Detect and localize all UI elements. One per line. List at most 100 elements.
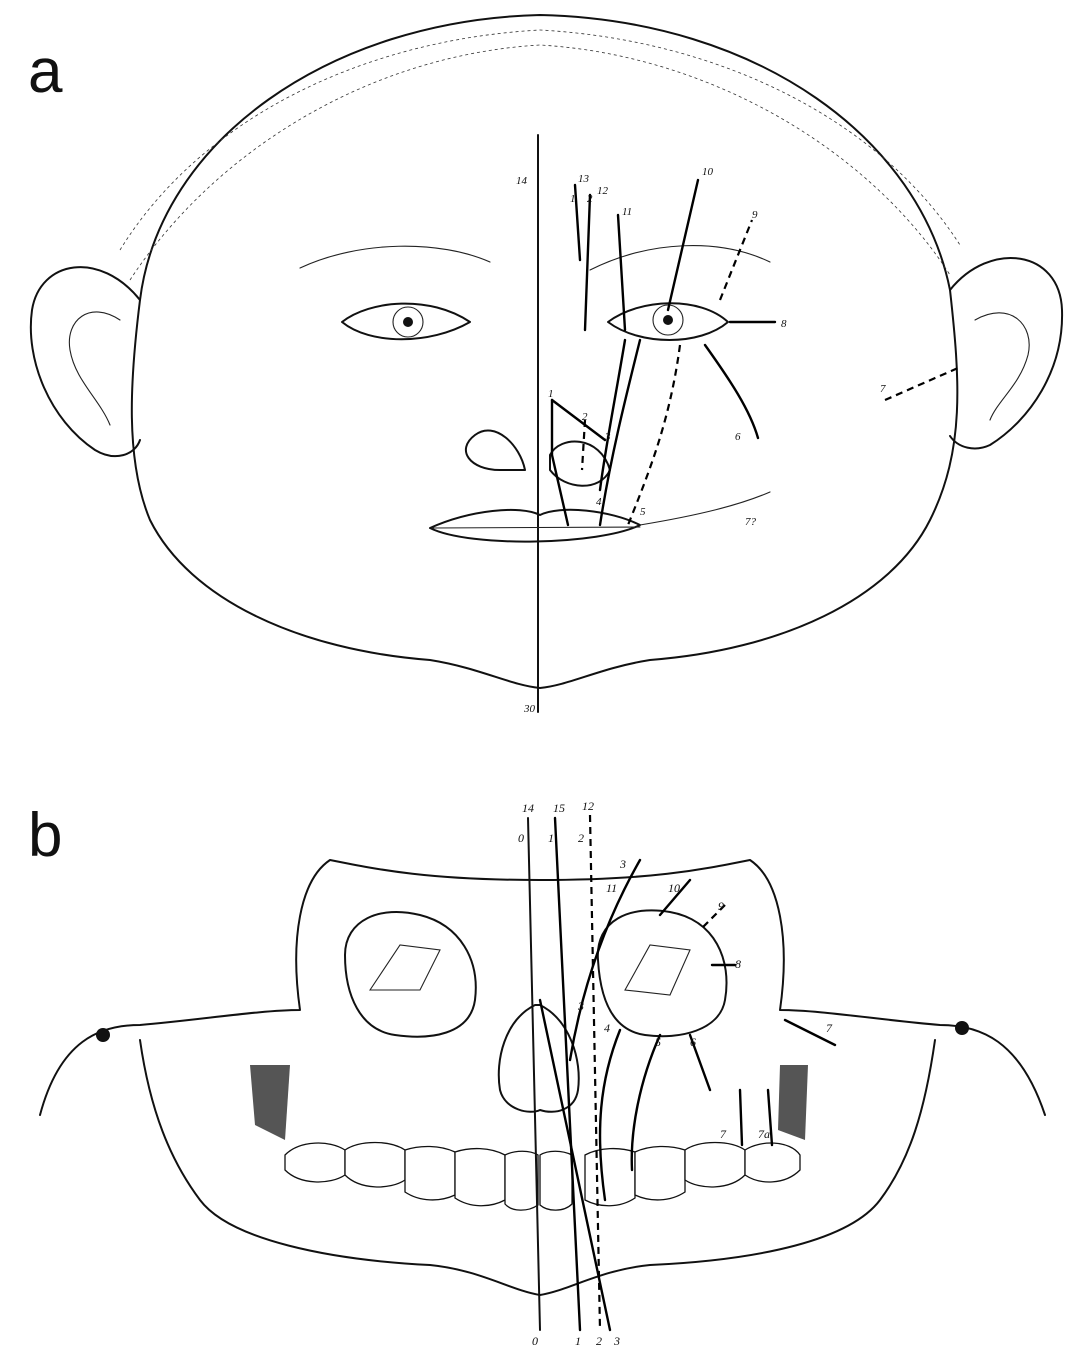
label-30: 30 <box>523 703 536 715</box>
skull-cleft-line-3 <box>538 998 612 1332</box>
label-b-3-top: 3 <box>619 857 626 871</box>
label-b-10: 10 <box>668 881 680 895</box>
right-maxilla-shadow <box>778 1065 808 1140</box>
label-14: 14 <box>516 175 528 187</box>
skull-cleft-line-1 <box>553 816 582 1332</box>
left-ear-inner <box>68 311 121 426</box>
right-ear <box>949 256 1064 450</box>
label-b-1-top: 1 <box>548 831 554 845</box>
skull-cleft-line-6 <box>688 1033 712 1092</box>
right-pupil <box>663 315 673 325</box>
skull-cleft-line-4 <box>598 1028 622 1202</box>
tooth <box>634 1145 686 1201</box>
label-b-0-bottom: 0 <box>532 1334 538 1348</box>
skull-midline <box>527 817 541 1331</box>
left-eyebrow <box>299 245 491 269</box>
skull-cleft-line-2 <box>588 814 602 1331</box>
label-7: 7 <box>880 383 886 395</box>
label-b-1-bottom: 1 <box>575 1334 581 1348</box>
label-b-5: 5 <box>655 1035 661 1049</box>
left-eye <box>341 302 471 341</box>
left-orbit <box>344 910 477 1038</box>
cleft-line-3 <box>550 398 607 442</box>
skull-cleft-line-7-upper <box>783 1018 837 1047</box>
skull-cleft-line-11 <box>568 858 642 1062</box>
label-b-6: 6 <box>690 1035 696 1049</box>
label-b-7-upper: 7 <box>826 1021 833 1035</box>
label-b-3-mid: 3 <box>577 999 584 1013</box>
panel-b-letter: b <box>28 801 62 870</box>
cleft-line-1 <box>550 398 570 527</box>
cleft-line-5 <box>626 344 682 526</box>
cleft-line-4b <box>598 338 627 492</box>
right-eye <box>607 302 729 341</box>
cleft-line-2-upper <box>583 193 592 332</box>
tooth <box>539 1150 573 1211</box>
left-iris <box>392 306 424 338</box>
label-11: 11 <box>622 206 632 218</box>
cleft-line-1-upper <box>573 183 582 262</box>
label-b-8: 8 <box>735 957 741 971</box>
label-12: 12 <box>597 185 609 197</box>
tooth <box>454 1147 506 1207</box>
label-b-12: 12 <box>582 799 594 813</box>
cleft-line-6 <box>703 343 760 440</box>
left-orbit-fissure <box>368 944 441 991</box>
panel-b: b <box>28 799 1046 1348</box>
label-4: 4 <box>596 496 602 508</box>
panel-a-letter: a <box>28 37 63 106</box>
tooth <box>284 1142 346 1183</box>
label-3: 3 <box>604 431 611 443</box>
tooth <box>504 1150 539 1211</box>
right-orbit-fissure <box>624 944 691 996</box>
right-orbit <box>596 909 728 1038</box>
skull-outline <box>39 859 1046 1116</box>
tooth <box>744 1142 801 1183</box>
head-outline <box>130 14 959 689</box>
cleft-line-4 <box>598 338 642 527</box>
cleft-line-2 <box>580 419 587 471</box>
left-pupil <box>403 317 413 327</box>
label-10: 10 <box>702 166 714 178</box>
cleft-line-7-dotted <box>639 491 771 526</box>
label-7-question: 7? <box>745 516 757 528</box>
skull-cleft-line-7a <box>766 1088 774 1147</box>
hairline-stroke <box>119 29 961 251</box>
label-b-7: 7 <box>720 1127 727 1141</box>
label-6: 6 <box>735 431 741 443</box>
skull-cleft-line-9 <box>699 904 726 931</box>
label-1-lower: 1 <box>548 388 554 400</box>
label-5: 5 <box>640 506 646 518</box>
label-b-14: 14 <box>522 801 534 815</box>
left-nostril <box>464 429 526 471</box>
label-8: 8 <box>781 318 787 330</box>
label-b-2-bottom: 2 <box>596 1334 602 1348</box>
tooth <box>584 1147 636 1207</box>
mouth-line <box>431 526 641 529</box>
tooth <box>684 1141 746 1188</box>
label-b-0-top: 0 <box>518 831 524 845</box>
left-ear <box>29 266 141 458</box>
cleft-line-7 <box>884 366 959 402</box>
cleft-line-10 <box>666 178 700 312</box>
label-b-15: 15 <box>553 801 565 815</box>
label-2: 2 <box>587 193 593 205</box>
cleft-line-11 <box>616 213 627 332</box>
tooth <box>344 1141 406 1188</box>
skull-cleft-line-7 <box>738 1088 744 1147</box>
label-b-4: 4 <box>604 1021 610 1035</box>
left-ear-canal <box>96 1028 110 1042</box>
label-13: 13 <box>578 173 590 185</box>
skull-cleft-line-10 <box>658 878 692 917</box>
label-b-7a: 7a <box>758 1127 770 1141</box>
label-b-3-bottom: 3 <box>613 1334 620 1348</box>
right-ear-inner <box>974 312 1030 421</box>
teeth-row <box>284 1141 801 1211</box>
cleft-line-9 <box>718 219 754 301</box>
right-ear-canal <box>955 1021 969 1035</box>
panel-a: a <box>28 14 1064 715</box>
label-1: 1 <box>570 193 576 205</box>
skull-cleft-line-5 <box>630 1033 662 1172</box>
mouth <box>429 508 641 543</box>
